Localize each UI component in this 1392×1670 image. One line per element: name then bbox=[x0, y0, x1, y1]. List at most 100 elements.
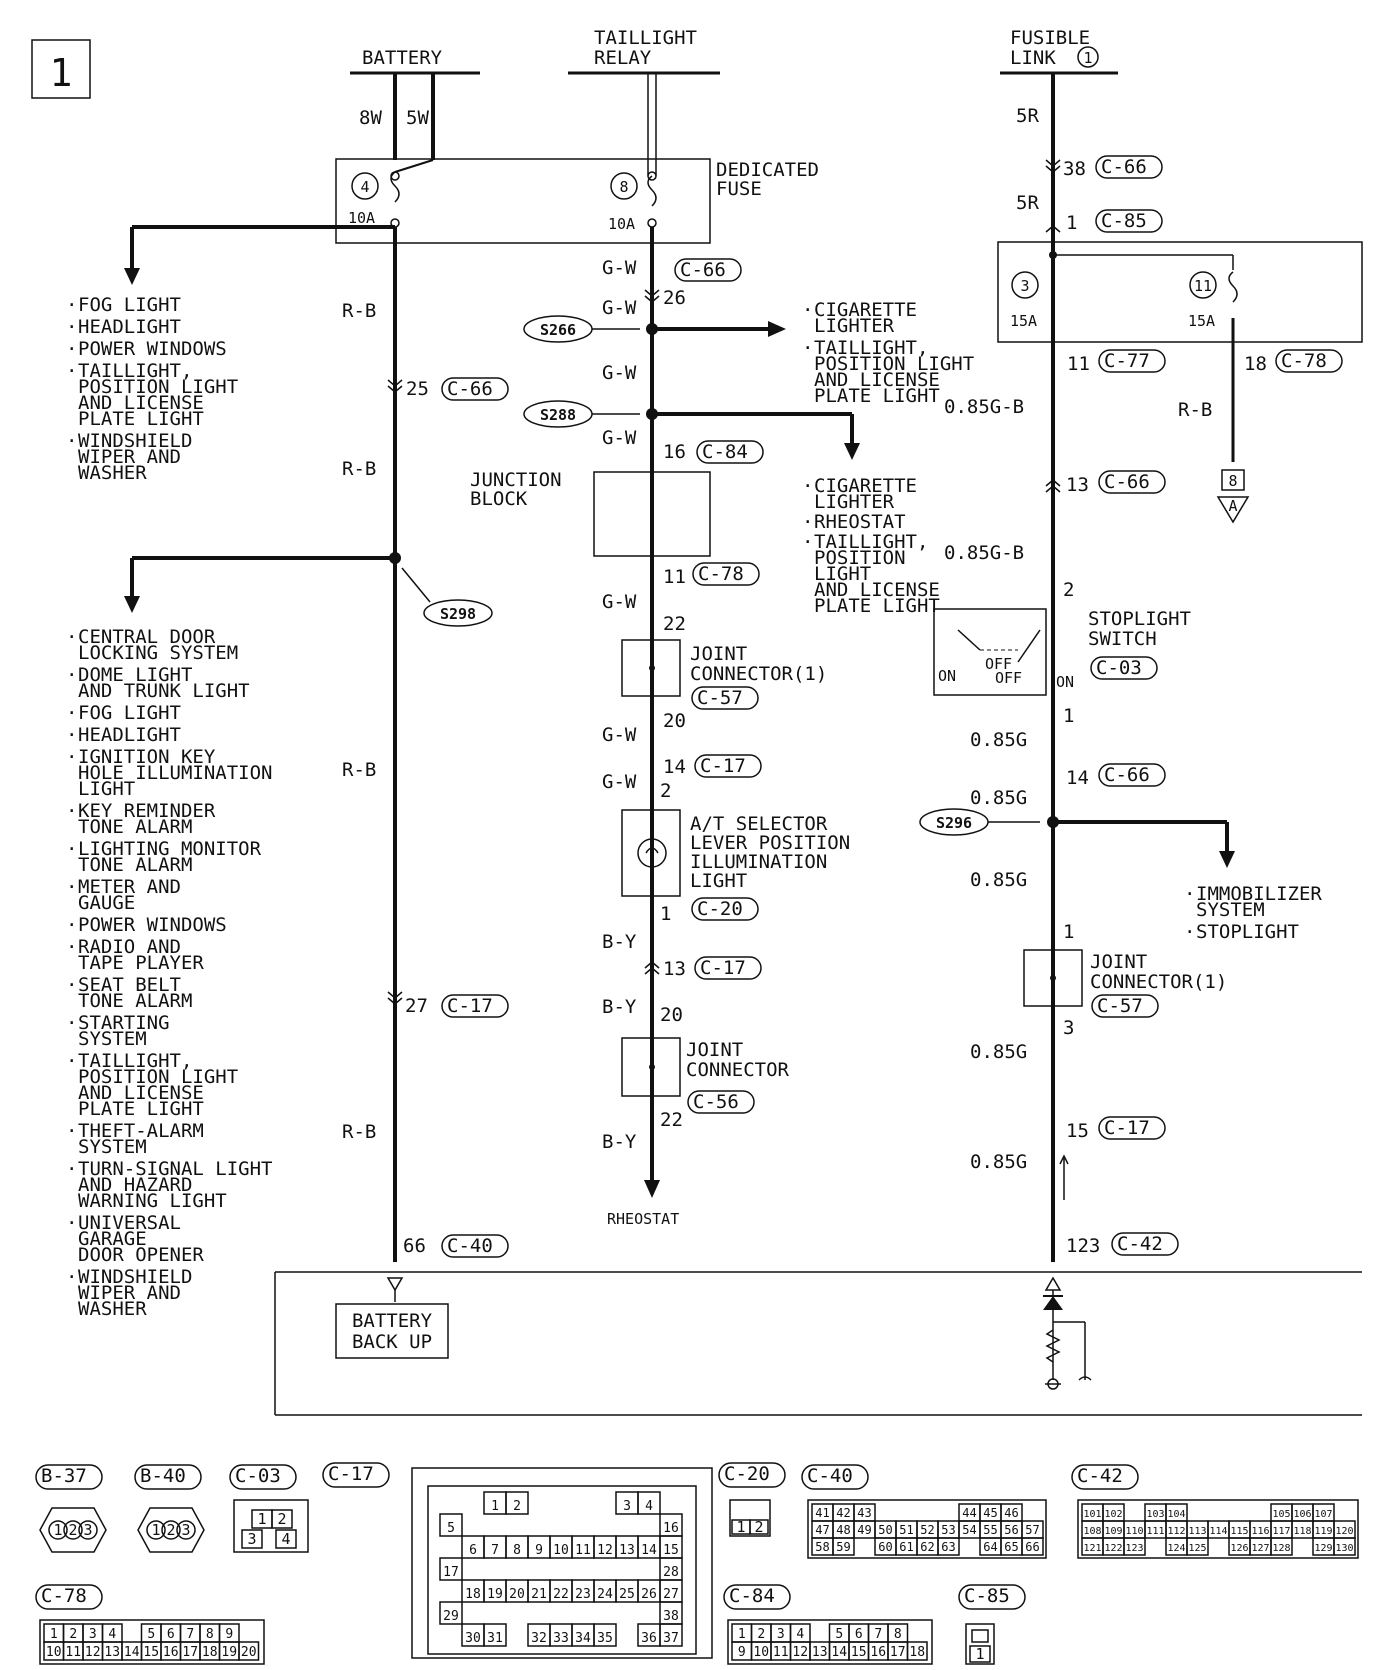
list-item: SYSTEM bbox=[78, 1136, 147, 1158]
pin-label: 6 bbox=[855, 1627, 863, 1642]
pin-26: 26 bbox=[663, 287, 686, 309]
pin-label: 1 bbox=[50, 1627, 58, 1642]
list-item: GARAGE bbox=[78, 1228, 147, 1250]
connector-b37: B-37 1 2 3 bbox=[35, 1464, 107, 1553]
pin-label: 23 bbox=[575, 1587, 591, 1602]
control-unit-box: BATTERY BACK UP bbox=[274, 1271, 1362, 1416]
pin-cell bbox=[832, 1537, 855, 1556]
list-bullet: · bbox=[802, 299, 813, 321]
pin-3-right: 3 bbox=[1063, 1017, 1074, 1039]
pin-label: 42 bbox=[836, 1506, 850, 1520]
splice-s266-label: S266 bbox=[540, 321, 576, 339]
pin-label: 3 bbox=[777, 1627, 785, 1642]
wire-085gb-2: 0.85G-B bbox=[944, 542, 1024, 564]
pin-cell bbox=[505, 1491, 529, 1515]
stoplight-switch bbox=[933, 608, 1047, 696]
gw-wire: G-W C-66 G-W 26 S266 G-W S288 G-W 16 C-8… bbox=[470, 227, 860, 1228]
list-item: AND LICENSE bbox=[78, 392, 204, 414]
pin-label: 26 bbox=[641, 1587, 657, 1602]
stop-on-2: ON bbox=[1056, 673, 1074, 691]
list-item: POSITION LIGHT bbox=[814, 353, 974, 375]
conn-label-c17: C-17 bbox=[328, 1463, 374, 1485]
conn-c17-mid: C-17 bbox=[700, 755, 746, 777]
wire-085g-2: 0.85G bbox=[970, 787, 1027, 809]
conn-c57-mid: C-57 bbox=[697, 687, 743, 709]
stoplight-label-1: STOPLIGHT bbox=[1088, 608, 1191, 630]
list-bullet: · bbox=[802, 475, 813, 497]
pin-label: 15 bbox=[851, 1645, 867, 1660]
conn-label-c85: C-85 bbox=[964, 1585, 1010, 1607]
pin-label: 55 bbox=[983, 1523, 997, 1537]
list-bullet: · bbox=[66, 838, 77, 860]
pin-label: 7 bbox=[186, 1627, 194, 1642]
list-item: WIPER AND bbox=[78, 1282, 181, 1304]
b40-pin-3: 3 bbox=[181, 1521, 190, 1539]
wire-by-1: B-Y bbox=[602, 931, 637, 953]
pin-label: 118 bbox=[1293, 1526, 1311, 1537]
pin-label: 31 bbox=[487, 1631, 503, 1646]
list-bullet: · bbox=[66, 746, 77, 768]
pin-label: 13 bbox=[812, 1645, 828, 1660]
page-number: 1 bbox=[50, 51, 73, 95]
pin-label: 117 bbox=[1272, 1526, 1290, 1537]
list-item: RADIO AND bbox=[78, 936, 181, 958]
battery-backup-label-2: BACK UP bbox=[352, 1331, 432, 1353]
pin-20-mid2: 20 bbox=[660, 1004, 683, 1026]
conn-c78-right: C-78 bbox=[1281, 350, 1327, 372]
wire-085g-3: 0.85G bbox=[970, 869, 1027, 891]
list-item: LIGHTER bbox=[814, 491, 895, 513]
list-item: CIGARETTE bbox=[814, 475, 917, 497]
page-number-box bbox=[31, 39, 91, 99]
conn-label-c78: C-78 bbox=[41, 1585, 87, 1607]
pin-18-right: 18 bbox=[1244, 353, 1267, 375]
pin-label: 106 bbox=[1293, 1509, 1311, 1520]
list-bullet: · bbox=[66, 360, 77, 382]
conn-c85-right: C-85 bbox=[1101, 210, 1147, 232]
list-item: TONE ALARM bbox=[78, 990, 192, 1012]
list-item: POWER WINDOWS bbox=[78, 338, 227, 360]
at-selector-light bbox=[621, 809, 681, 897]
list-item: WINDSHIELD bbox=[78, 1266, 192, 1288]
c03-pin-3: 3 bbox=[247, 1530, 256, 1548]
junction-block-label-2: BLOCK bbox=[470, 488, 528, 510]
pin-cell bbox=[439, 1601, 463, 1625]
pin-label: 128 bbox=[1272, 1543, 1290, 1554]
wire-gw-2: G-W bbox=[602, 297, 637, 319]
pin-label: 110 bbox=[1125, 1526, 1143, 1537]
pin-label: 32 bbox=[531, 1631, 547, 1646]
pin-label: 122 bbox=[1104, 1543, 1122, 1554]
fusible-link-label-1: FUSIBLE bbox=[1010, 27, 1090, 49]
wire-gw-5: G-W bbox=[602, 591, 637, 613]
pin-label: 116 bbox=[1251, 1526, 1269, 1537]
conn-label-c20: C-20 bbox=[724, 1463, 770, 1485]
pin-label: 129 bbox=[1314, 1543, 1332, 1554]
right-fuse-box bbox=[997, 241, 1363, 343]
battery-backup-label-1: BATTERY bbox=[352, 1310, 433, 1332]
pin-label: 103 bbox=[1146, 1509, 1164, 1520]
list-item: PLATE LIGHT bbox=[78, 408, 204, 430]
pin-label: 18 bbox=[202, 1645, 218, 1660]
pin-label: 27 bbox=[663, 1587, 679, 1602]
pin-16: 16 bbox=[663, 441, 686, 463]
pin-14-right: 14 bbox=[1066, 767, 1089, 789]
c20-pin-1: 1 bbox=[736, 1518, 745, 1536]
pin-label: 1 bbox=[738, 1627, 746, 1642]
joint-conn-label-2: CONNECTOR bbox=[686, 1059, 790, 1081]
pin-label: 8 bbox=[894, 1627, 902, 1642]
pin-label: 64 bbox=[983, 1540, 997, 1554]
rheostat-label: RHEOSTAT bbox=[607, 1210, 679, 1228]
pin-label: 16 bbox=[870, 1645, 886, 1660]
taillight-relay-source: TAILLIGHT RELAY bbox=[568, 27, 720, 75]
pin-cell bbox=[1186, 1537, 1209, 1556]
wire-085g-5: 0.85G bbox=[970, 1151, 1027, 1173]
c03-pin-2: 2 bbox=[277, 1510, 286, 1528]
list-item: HEADLIGHT bbox=[78, 316, 181, 338]
pin-label: 46 bbox=[1004, 1506, 1018, 1520]
pin-cell bbox=[1021, 1537, 1044, 1556]
conn-c66-mid: C-66 bbox=[680, 259, 726, 281]
wire-8w: 8W bbox=[359, 107, 382, 129]
list-bullet: · bbox=[66, 626, 77, 648]
pin-label: 6 bbox=[469, 1543, 477, 1558]
